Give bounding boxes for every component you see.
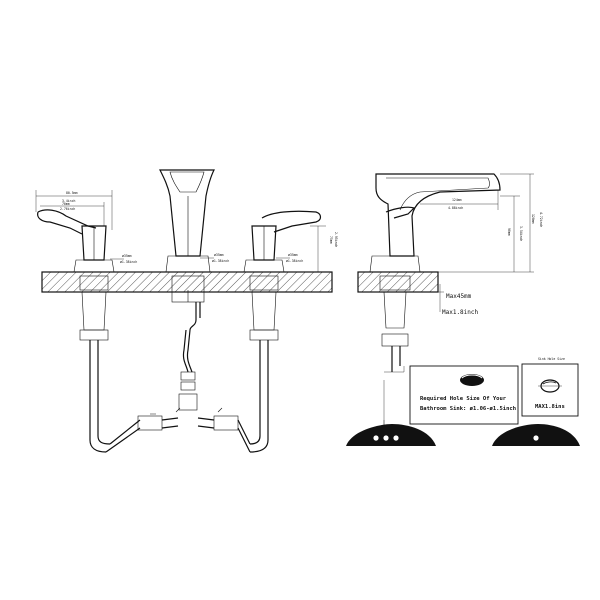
side-spout: [369, 173, 501, 273]
sink-hole-box: Sink Hole Size MAX1.8ins: [521, 357, 579, 417]
handle-reach2-in-label: 2.76inch: [60, 207, 75, 211]
left-handle-dimensions: 80.5mm 3.4inch 70mm 2.76inch ø35mm ø1.38…: [35, 190, 137, 264]
front-view: 80.5mm 3.4inch 70mm 2.76inch ø35mm ø1.38…: [35, 169, 338, 453]
sink-basin-three-hole: [346, 424, 436, 446]
center-spout: [159, 169, 215, 273]
height1-in-label: 3.54inch: [519, 226, 523, 241]
spout-reach-in-label: 4.88inch: [448, 206, 463, 210]
max-deck-in-label: Max1.8inch: [442, 309, 479, 316]
height2-mm-label: 120mm: [531, 214, 535, 224]
sink-hole-title: Sink Hole Size: [538, 357, 565, 361]
right-shank-in-label: ø1.38inch: [286, 259, 303, 263]
side-shank: [379, 275, 411, 420]
sink-basins: [346, 420, 580, 446]
handle-reach-in-label: 3.4inch: [62, 199, 76, 203]
sink-hole-max-label: MAX1.8ins: [535, 404, 565, 410]
countertop-deck: [41, 271, 333, 293]
hole-box-line2: Bathroom Sink: ø1.06-ø1.5inch: [420, 406, 516, 412]
left-shank-mm-label: ø35mm: [122, 254, 132, 258]
spout-dimensions: ø35mm ø1.38inch 75mm 2.95inch: [200, 225, 338, 272]
height2-in-label: 4.72inch: [539, 212, 543, 227]
center-shank-mm-label: ø35mm: [214, 253, 224, 257]
height1-mm-label: 90mm: [507, 228, 511, 236]
left-shank-in-label: ø1.38inch: [120, 260, 137, 264]
spout-reach-mm-label: 124mm: [452, 198, 462, 202]
side-countertop-deck: [357, 271, 439, 293]
center-shank-in-label: ø1.38inch: [212, 259, 229, 263]
sink-basin-single-hole: [492, 424, 580, 446]
right-handle-dimensions: ø35mm ø1.38inch: [276, 253, 303, 263]
hole-size-box: Required Hole Size Of Your Bathroom Sink…: [409, 365, 519, 425]
side-view: 124mm 4.88inch 90mm 3.54inch 120mm 4.72i…: [346, 173, 580, 446]
right-shank-mm-label: ø35mm: [288, 253, 298, 257]
left-shank: [79, 275, 111, 453]
right-handle: [243, 210, 322, 273]
center-shank: [171, 275, 205, 411]
supply-hoses: [105, 407, 251, 453]
spout-height-in-label: 2.95inch: [334, 232, 338, 247]
right-shank: [249, 275, 279, 453]
hole-shape-icon: [460, 374, 484, 386]
max-deck-mm-label: Max45mm: [446, 293, 472, 300]
handle-reach2-mm-label: 70mm: [62, 202, 70, 206]
handle-reach-mm-label: 80.5mm: [66, 191, 78, 195]
side-dimensions: 124mm 4.88inch 90mm 3.54inch 120mm 4.72i…: [420, 173, 543, 316]
hole-box-line1: Required Hole Size Of Your: [420, 396, 507, 402]
left-handle: [37, 209, 115, 273]
spout-height-mm-label: 75mm: [329, 236, 333, 244]
